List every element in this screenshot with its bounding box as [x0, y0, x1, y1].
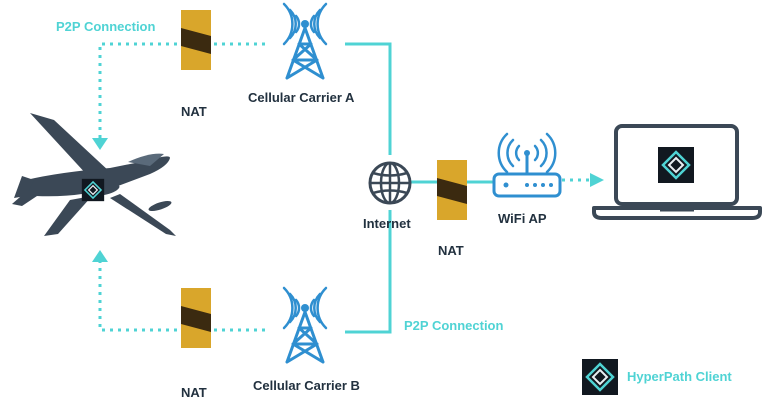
- internet-label: Internet: [363, 216, 411, 231]
- nat-middle-icon: [437, 160, 467, 220]
- legend-hyperpath-logo-icon: [580, 357, 620, 397]
- p2p-connection-top-label: P2P Connection: [56, 19, 156, 34]
- nat-top-icon: [181, 10, 211, 70]
- hyperpath-logo-icon: [656, 145, 696, 185]
- arrow-right-icon: [590, 173, 604, 187]
- aircraft-hyperpath-logo-icon: [81, 178, 105, 202]
- carrier-b-link: [345, 210, 392, 334]
- cell-tower-b-icon: [282, 286, 328, 364]
- globe-icon: [368, 161, 412, 205]
- cellular-carrier-b-label: Cellular Carrier B: [253, 378, 360, 393]
- drone-aircraft-icon: [12, 113, 176, 236]
- wifi-router-icon: [492, 132, 562, 198]
- nat-middle-label: NAT: [438, 243, 464, 258]
- nat-top-label: NAT: [181, 104, 207, 119]
- cellular-carrier-a-label: Cellular Carrier A: [248, 90, 355, 105]
- legend-hyperpath-client-label: HyperPath Client: [627, 369, 732, 384]
- nat-bottom-icon: [181, 288, 211, 348]
- nat-bottom-label: NAT: [181, 385, 207, 400]
- cell-tower-a-icon: [282, 2, 328, 80]
- arrow-down-icon: [92, 138, 108, 150]
- arrow-up-icon: [92, 250, 108, 262]
- p2p-connection-bottom-label: P2P Connection: [404, 318, 504, 333]
- carrier-a-link: [345, 42, 392, 155]
- wifi-ap-label: WiFi AP: [498, 211, 547, 226]
